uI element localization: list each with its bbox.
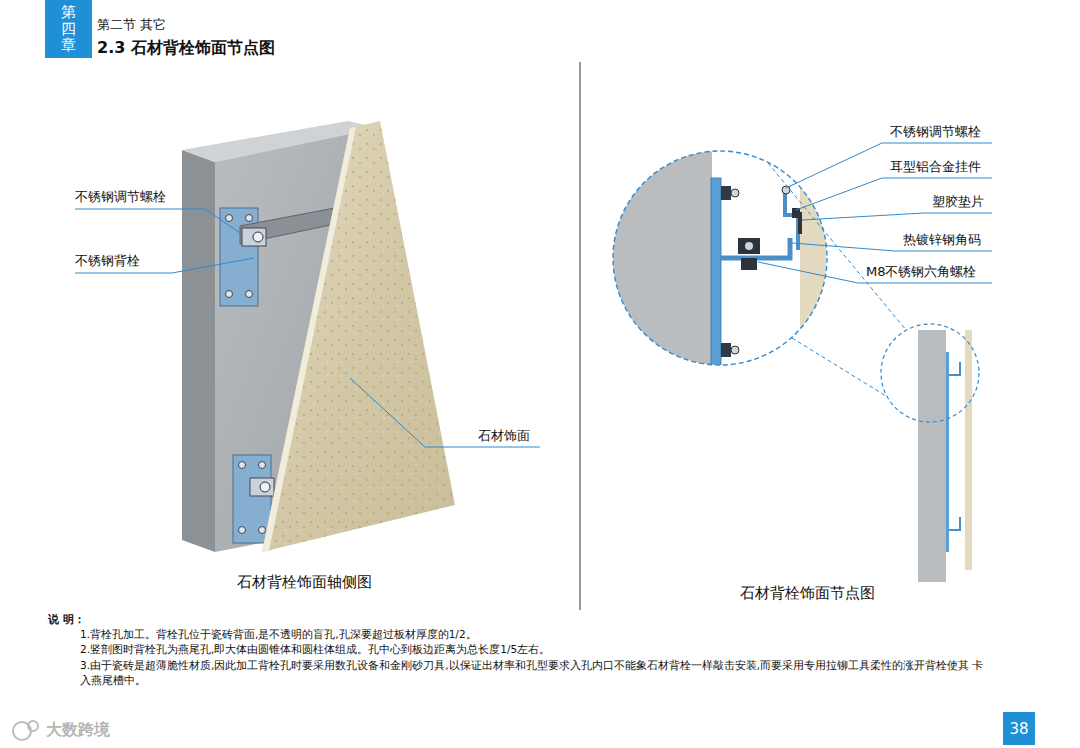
part-label: 不锈钢背栓	[75, 253, 140, 269]
figure-caption: 石材背栓饰面轴侧图	[237, 573, 372, 591]
chapter-text: 第四章	[61, 4, 76, 54]
chapter-tab: 第四章	[45, 0, 92, 58]
page-number-box: 38	[1003, 712, 1035, 745]
part-label: 不锈钢调节螺栓	[75, 189, 166, 205]
page-title: 2.3 石材背栓饰面节点图	[97, 38, 275, 57]
figure-caption: 石材背栓饰面节点图	[740, 584, 875, 602]
part-label: 石材饰面	[478, 428, 530, 444]
part-label: 不锈钢调节螺栓	[890, 124, 981, 140]
watermark: 大数跨境	[46, 720, 110, 739]
part-label: 塑胶垫片	[932, 194, 984, 210]
note-text: 2.竖剖图时背栓孔为燕尾孔,即大体由圆锥体和圆柱体组成。孔中心到板边距离为总长度…	[80, 643, 550, 656]
notes-heading: 说 明：	[48, 613, 85, 626]
part-label: M8不锈钢六角螺栓	[866, 264, 977, 280]
page-number: 38	[1009, 720, 1028, 738]
part-label: 耳型铝合金挂件	[890, 159, 981, 175]
section-heading: 第二节 其它	[97, 17, 166, 33]
note-text: 1.背栓孔加工。背栓孔位于瓷砖背面,是不透明的盲孔,孔深要超过板材厚度的1/2。	[80, 628, 477, 641]
note-text: 3.由于瓷砖是超薄脆性材质,因此加工背栓孔时要采用数孔设备和金刚砂刀具,以保证出…	[80, 658, 990, 688]
part-label: 热镀锌钢角码	[903, 232, 981, 248]
